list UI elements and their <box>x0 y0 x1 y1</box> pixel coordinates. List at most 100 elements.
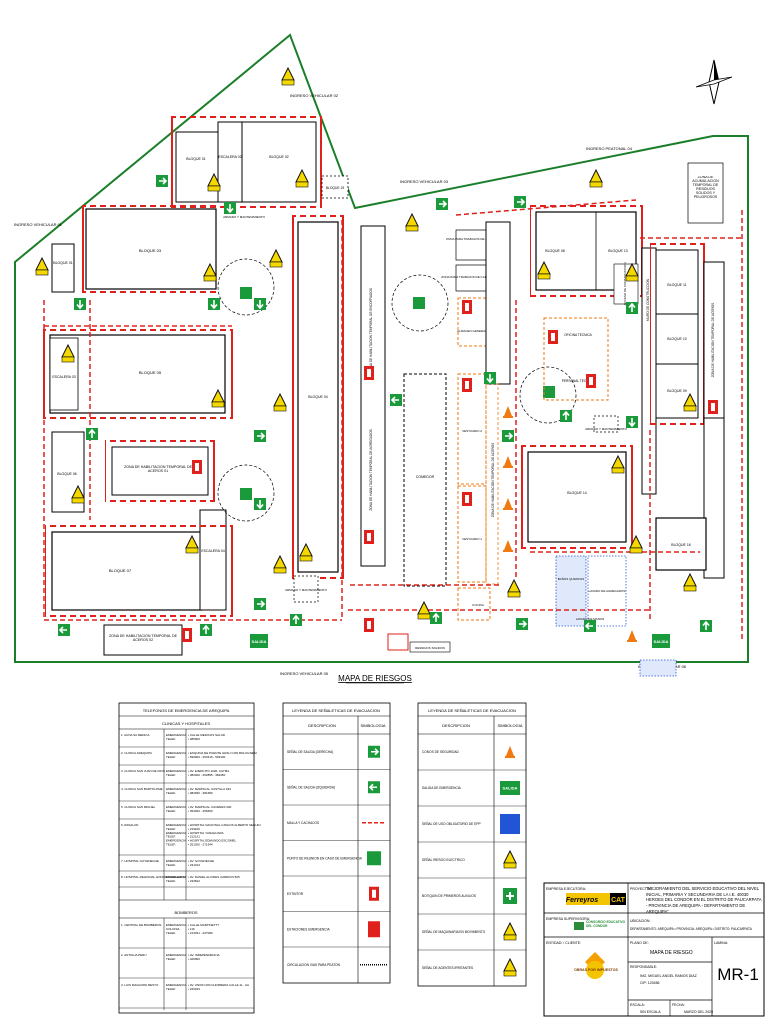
clinic-type: EMERGENCIA <box>166 859 186 863</box>
firefighter-name: 2. ANTIGUA PERU <box>121 953 147 957</box>
legend2-row: CONOS DE SEGURIDAD <box>422 746 515 758</box>
zona-trabajo-acero-label: ZONA PARA TRABAJOS DE ACERO <box>446 237 496 241</box>
lavado-zone <box>587 555 627 627</box>
ingreso-01-label: INGRESO VEHICULAR 01 <box>14 222 63 227</box>
legend2-row: SEÑAL DE MAQUINARIA EN MOVIMIENTO <box>422 922 517 941</box>
clinic-value: • AV. EJERCITO 1020, CAYMA <box>188 769 229 773</box>
clinic-value: • 212121 <box>188 835 200 839</box>
bloque-06-label: BLOQUE 06 <box>57 472 77 476</box>
firefighter-name: 1. CENTRAL DE BOMBEROS <box>121 923 161 927</box>
armado-3-label: ARMADO Y MANTENIMIENTO <box>585 427 628 431</box>
clinic-value: • 285000 <box>188 737 200 741</box>
vestuario-2-label: VESTUARIO 2 <box>462 429 482 433</box>
banos-quimicos-label: BAÑOS QUIMICOS <box>558 576 585 581</box>
firefighter-type: COLONIA <box>166 927 180 931</box>
clinic-value: • 251020 - 271944 <box>188 843 213 847</box>
bloque-08-label: BLOQUE 08 <box>545 249 565 253</box>
bloque-14 <box>527 451 627 543</box>
oficina-tecnica <box>543 317 609 401</box>
legend1-row: CIRCULACION VIAS PARA PEATON <box>287 963 388 967</box>
legend1-row: ESTACIONES EMERGENCIA <box>287 921 380 938</box>
location-label: UBICACION: <box>630 919 650 923</box>
zona-residuos-label: ZONA DE ACUMULACION TEMPORAL DE RESIDUOS… <box>692 176 719 199</box>
scale-value: SIN ESCALA <box>640 1010 661 1014</box>
clinic-type: TELEF. <box>166 827 176 831</box>
clinic-type: TELEF. <box>166 791 176 795</box>
bloque-19 <box>321 175 349 199</box>
legend2-col-sym: SIMBOLOGIA <box>497 723 522 728</box>
bloque-11 <box>655 249 699 315</box>
clinics-title: CLINICAS Y HOSPITALES <box>162 721 210 726</box>
comedor-label: COMEDOR <box>416 475 435 479</box>
bloque-16-label: BLOQUE 16 <box>671 543 691 547</box>
bloque-14-label: BLOQUE 14 <box>567 491 587 495</box>
legend1-desc: ESTACIONES EMERGENCIA <box>287 927 330 931</box>
armado-2-label: ARMADO Y MANTENIMIENTO <box>223 215 266 219</box>
company-label: EMPRESA EJECUTORA: <box>546 887 586 891</box>
cip-value: CIP: 123456 <box>640 981 660 985</box>
bloque-01 <box>175 131 219 203</box>
lavado-agregados-label: LAVADO DE AGREGADOS <box>589 589 626 593</box>
salida-sign-icon <box>500 781 520 795</box>
lavado-manos-label: LAVADO DE MANOS <box>576 617 605 621</box>
oficina-tecnica-label: OFICINA TECNICA <box>564 333 592 337</box>
bloque-11-label: BLOQUE 11 <box>667 283 686 287</box>
firefighter-type: TELEF. <box>166 987 176 991</box>
escalera-02-label: ESCALERA 02 <box>218 155 241 159</box>
legend2-desc: SEÑAL DE USO OBLIGATORIO DE EPP <box>422 821 481 826</box>
meeting-point-icon <box>543 386 555 398</box>
bloque-03 <box>85 208 217 290</box>
client-logo-text: OBRAS POR IMPUESTOS <box>574 968 618 972</box>
escalera-03-label: ESCALERA 03 <box>52 375 75 379</box>
legend2-col-desc: DESCRIPCION <box>442 723 470 728</box>
legend2-title: LEYENDA DE SEÑALETICAS DE EVACUACION <box>428 708 516 713</box>
clinic-value: • CALLE MEDICOS SALUD <box>188 733 226 737</box>
bloque-05-label: BLOQUE 05 <box>139 370 162 375</box>
clinic-name: 7. HOSPITAL GOYENECHE <box>121 859 159 863</box>
zona-trabajo-acero <box>455 229 487 261</box>
first-aid-cross <box>506 892 514 900</box>
salida-sign-2-label: SALIDA <box>654 639 669 644</box>
responsible-value: ING. MIGUEL ANGEL RAMOS DIAZ <box>640 974 698 978</box>
extinguisher-icon <box>369 886 379 901</box>
legend-evacuation-1: LEYENDA DE SEÑALETICAS DE EVACUACION DES… <box>282 702 391 984</box>
clinic-type: TELEF. <box>166 809 176 813</box>
legend1-row: SEÑAL DE SALIDA (DERECHA) <box>287 744 381 759</box>
legend1-col-sym: SIMBOLOGIA <box>360 723 385 728</box>
legend1-row: MALLA Y CACHACOS <box>287 821 386 825</box>
cocina-label: COCINA <box>472 603 484 607</box>
legend-evacuation-2: LEYENDA DE SEÑALETICAS DE EVACUACION DES… <box>417 702 527 987</box>
supervisor-logo: CONSORCIO EDUCATIVO DEL CONDOR <box>574 920 626 930</box>
plan-label: PLANO DE: <box>630 941 649 945</box>
legend2-desc: SEÑAL DE MAQUINARIA EN MOVIMIENTO <box>422 929 486 934</box>
vestuario-1-label: VESTUARIO 1 <box>462 537 482 541</box>
plan-value: MAPA DE RIESGO <box>650 950 693 956</box>
supervisor-name: CONSORCIO EDUCATIVO DEL CONDOR <box>586 920 626 928</box>
exit-left-icon <box>367 780 381 795</box>
zona-vertical-1-label: ZONA DE HABILITACION TEMPORAL DE ENCOFRA… <box>369 288 373 372</box>
bloque-16 <box>655 517 707 571</box>
ingreso-04-label: INGRESO PEATONAL 04 <box>586 146 633 151</box>
legend1-desc: CIRCULACION VIAS PARA PEATON <box>287 963 341 967</box>
zona-residuos-box <box>687 162 724 224</box>
legend2-desc: BOTIQUIN DE PRIMEROS AUXILIOS <box>422 894 476 898</box>
clinic-type: TELEF. <box>166 737 176 741</box>
zona-aceros-01-label: ZONA DE HABILITACION TEMPORAL DE ACEROS … <box>123 465 193 473</box>
firefighter-name: 3. LUIS MAGGIONI RESTO <box>121 983 159 987</box>
zona-aceros-02-label: ZONA DE HABILITACION TEMPORAL DE ACEROS … <box>108 634 178 642</box>
zona-vertical-3-label: ZONA DE HABILITACION TEMPORAL DE ACEROS <box>491 443 495 518</box>
ingreso-02-label: INGRESO VEHICULAR 02 <box>290 93 339 98</box>
clinic-value: • 599000 - 253416 - 599100 <box>188 755 226 759</box>
almacen-general <box>457 297 487 347</box>
zona-vertical-4-label: ZONA DE HABILITACION TEMPORAL DE ACEROS <box>711 303 715 378</box>
clinic-type: EMERGENCIA <box>166 769 186 773</box>
legend2-desc: CONOS DE SEGURIDAD <box>422 750 460 754</box>
clinic-type: EMERGENCIA <box>166 751 186 755</box>
clinic-name: 3. CLINICA SAN JUAN DE DIOS <box>121 769 165 773</box>
